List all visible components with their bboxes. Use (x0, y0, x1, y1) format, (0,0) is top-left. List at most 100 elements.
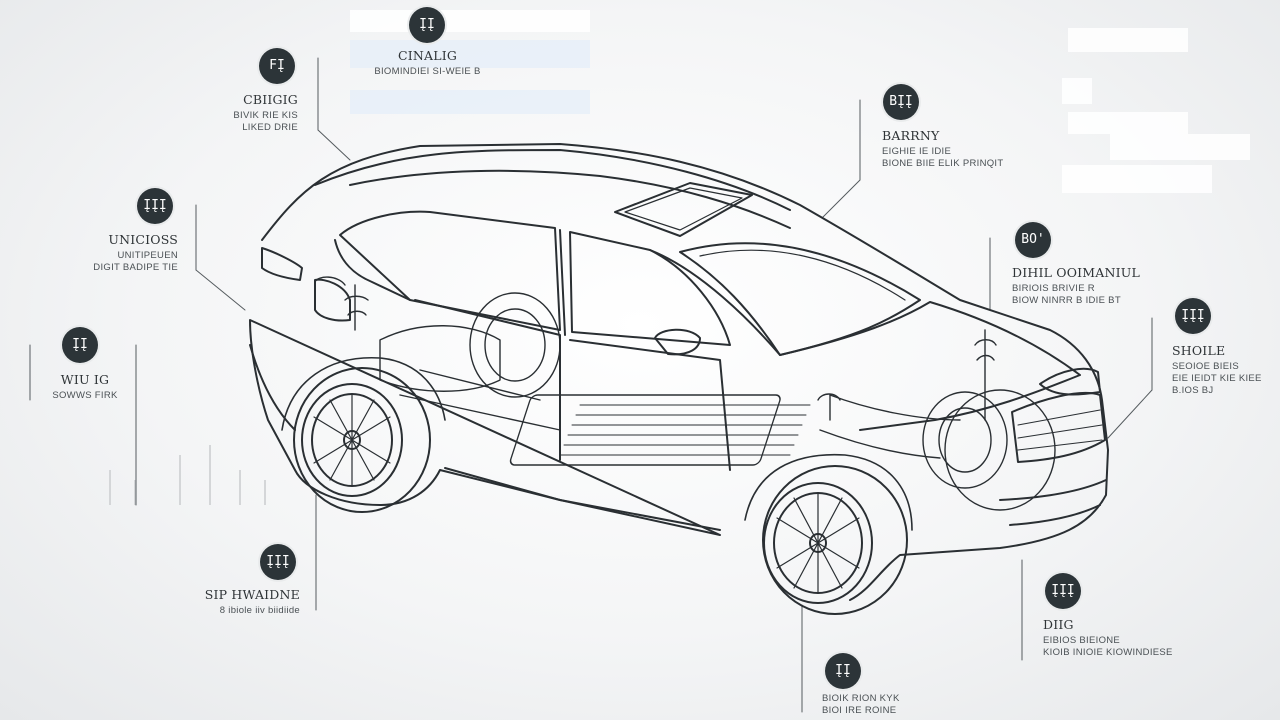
leader-left-d (195, 269, 246, 311)
top-panel-blue (350, 40, 590, 68)
right-panel-4 (1110, 134, 1250, 160)
right-top-label: BARRNY EIGHIE IE IDIE BIONE BIIE ELIK PR… (882, 128, 1032, 170)
rear-panel (314, 278, 351, 322)
front-motor-inner (938, 407, 992, 473)
far-right-desc-2: EIE IEIDT KIE KIEE (1172, 373, 1262, 384)
lower-right-label: DIIG EIBIOS BIEIONE KIOIB INIOIE KIOWIND… (1043, 617, 1203, 659)
right-panel-5 (1062, 165, 1212, 193)
battery-cells (559, 404, 811, 456)
rear-drive-unit (379, 325, 501, 392)
right-top-desc-2: BIONE BIIE ELIK PRINQIT (882, 158, 1004, 169)
far-right-desc-3: B.IOS BJ (1172, 385, 1214, 396)
upper-left-badge-icon: FĮ (259, 48, 295, 84)
body-outline (249, 143, 1109, 601)
leader-upper-left-d (317, 129, 351, 161)
left-desc-2: DIGIT BADIPE TIE (93, 262, 178, 273)
right-panel-3 (1068, 112, 1188, 134)
sill (444, 467, 721, 531)
roof-line (314, 149, 791, 211)
rear-suspension (344, 284, 369, 331)
upper-left-title: CBIIGIG (243, 92, 298, 107)
rear-motor-inner (484, 308, 546, 382)
top-title: CINALIG (397, 48, 458, 63)
bumper (999, 479, 1107, 526)
windshield (679, 242, 921, 356)
bottom-desc-1: BIOIK RION KYK (822, 693, 900, 704)
far-right-badge-icon: ĮĮĮ (1175, 298, 1211, 334)
front-grille (1011, 391, 1106, 463)
right-top-badge-icon: BĮĮ (883, 84, 919, 120)
far-left-title: WIU IG (60, 372, 110, 387)
lower-left-title: SIP HWAIDNE (204, 587, 300, 602)
sunroof (614, 182, 753, 237)
bottom-badge-icon: ĮĮ (825, 653, 861, 689)
car-internals (314, 276, 1008, 489)
far-right-label: SHOILE SEOIOE BIEIS EIE IEIDT KIE KIEE B… (1172, 343, 1277, 397)
rear-motor (469, 292, 561, 398)
bottom-label: BIOIK RION KYK BIOI IRE ROINE (822, 693, 942, 717)
top-panel-blue-2 (350, 90, 590, 114)
steering-column (817, 393, 841, 421)
leader-lines (29, 57, 1153, 713)
left-desc-1: UNITIPEUEN (117, 250, 178, 261)
right-title: DIHIL OOIMANIUL (1012, 265, 1141, 280)
upper-left-desc-1: BIVIK RIE KIS (233, 110, 298, 121)
right-label: DIHIL OOIMANIUL BIRIOIS BRIVIE R BIOW NI… (1012, 265, 1142, 307)
charge-port (314, 276, 346, 286)
lower-right-desc-2: KIOIB INIOIE KIOWINDIESE (1043, 647, 1173, 658)
front-subframe (819, 394, 961, 459)
lower-left-badge-icon: ĮĮĮ (260, 544, 296, 580)
upper-left-label: CBIIGIG BIVIK RIE KIS LIKED DRIE (170, 92, 298, 134)
left-label: UNICIOSS UNITIPEUEN DIGIT BADIPE TIE (60, 232, 178, 274)
right-panel-2 (1062, 78, 1092, 104)
top-desc: BIOMINDIEI SI-WEIE B (374, 66, 481, 77)
far-left-desc: SOWWS FIRK (52, 390, 118, 401)
right-panel-1 (1068, 28, 1188, 52)
wheel-arches (281, 357, 1056, 531)
right-desc-1: BIRIOIS BRIVIE R (1012, 283, 1095, 294)
top-label: CINALIG BIOMINDIEI SI-WEIE B (350, 48, 505, 78)
door-line-front (569, 339, 731, 471)
far-left-label: WIU IG SOWWS FIRK (40, 372, 130, 402)
headlight (1039, 367, 1101, 396)
front-door-window (569, 231, 731, 346)
rear-drive-shaft (399, 369, 561, 431)
right-top-desc-1: EIGHIE IE IDIE (882, 146, 952, 157)
mirror (654, 328, 701, 356)
a-pillar (649, 249, 781, 356)
top-badge-icon: ĮĮ (409, 7, 445, 43)
windshield-inner (699, 249, 906, 301)
rear-bumper (249, 344, 296, 431)
lower-right-title: DIIG (1043, 617, 1074, 632)
side-windows (339, 210, 561, 331)
grille-bars (1017, 409, 1103, 451)
rear-window (334, 239, 411, 301)
lower-right-badge-icon: ĮĮĮ (1045, 573, 1081, 609)
far-right-title: SHOILE (1172, 343, 1226, 358)
roof-rail (349, 169, 791, 229)
hood (779, 301, 1081, 431)
leader-right-top-d (821, 179, 861, 219)
lower-left-desc: 8 ibiole iiv biidiide (219, 605, 300, 616)
far-right-desc-1: SEOIOE BIEIS (1172, 361, 1239, 372)
front-motor (922, 391, 1008, 489)
front-wheel (762, 465, 908, 615)
battery-pack (509, 394, 781, 466)
b-pillar (559, 229, 566, 336)
right-top-title: BARRNY (882, 128, 940, 143)
car-body (249, 143, 1109, 601)
tail-light (261, 247, 303, 281)
upper-left-desc-2: LIKED DRIE (242, 122, 298, 133)
lower-left-label: SIP HWAIDNE 8 ibiole iiv biidiide (190, 587, 300, 617)
door-line-rear (414, 299, 561, 461)
left-title: UNICIOSS (108, 232, 178, 247)
lower-right-desc-1: EIBIOS BIEIONE (1043, 635, 1121, 646)
far-left-badge-icon: ĮĮ (62, 327, 98, 363)
front-suspension (974, 329, 997, 421)
bottom-desc-2: BIOI IRE ROINE (822, 705, 897, 716)
sunroof-inner (624, 187, 743, 231)
right-desc-2: BIOW NINRR B IDIE BT (1012, 295, 1121, 306)
right-badge-icon: BO' (1015, 222, 1051, 258)
